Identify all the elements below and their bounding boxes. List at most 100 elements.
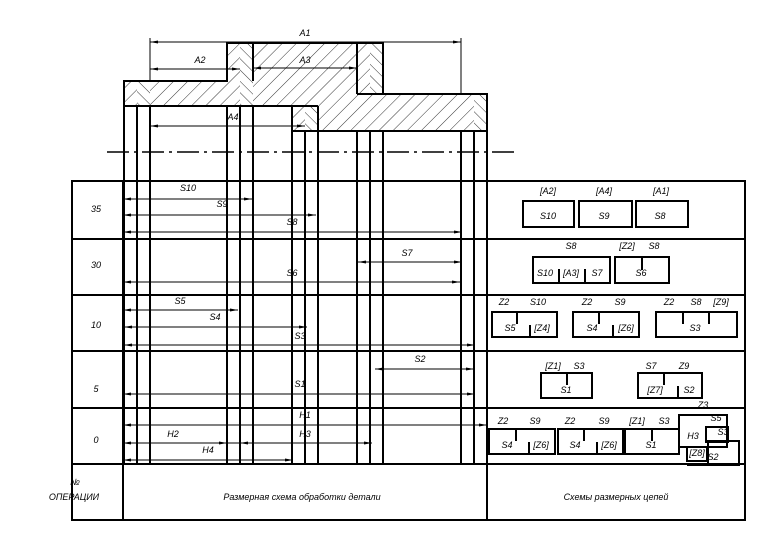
hatch-groove (461, 94, 474, 131)
chain-label: Z2 (663, 297, 675, 307)
operation-number: 30 (91, 260, 101, 270)
chain-label: S3 (573, 361, 584, 371)
dim-label-a4: A4 (226, 112, 238, 122)
chain-box (522, 200, 575, 228)
chain-label: S8 (654, 211, 665, 221)
chain-label: H3 (687, 431, 699, 441)
chain-label: S8 (648, 241, 659, 251)
chain-label: S2 (707, 452, 718, 462)
chain-label: Z2 (581, 297, 593, 307)
operation-number: 10 (91, 320, 101, 330)
chain-label: [Z6] (532, 440, 549, 450)
chain-box (655, 311, 738, 338)
operation-number: 5 (93, 384, 99, 394)
hatch-groove (357, 43, 370, 94)
chain-label: Z3 (697, 400, 709, 410)
hatch-groove (292, 106, 305, 131)
scheme-label: S10 (180, 183, 196, 193)
scheme-label: S5 (174, 296, 186, 306)
hatch-groove (240, 43, 253, 106)
chain-label: Z2 (497, 416, 509, 426)
operations-table (71, 106, 746, 521)
chain-label: S5 (504, 323, 516, 333)
scheme-label: S6 (286, 268, 297, 278)
footer-operations-label: ОПЕРАЦИИ (49, 492, 100, 502)
part-section (107, 38, 518, 153)
chain-label: [Z1] (544, 361, 561, 371)
chain-label: S4 (569, 440, 580, 450)
chain-label: [Z7] (646, 385, 663, 395)
chain-label: S9 (598, 416, 609, 426)
scheme-label: S3 (294, 331, 305, 341)
chain-label: [Z8] (688, 448, 705, 458)
chain-box (578, 200, 633, 228)
chain-label: [Z4] (533, 323, 550, 333)
chain-label: S8 (690, 297, 701, 307)
chain-label: S9 (614, 297, 625, 307)
scheme-label: S1 (294, 379, 305, 389)
footer-number-label: № (70, 477, 80, 487)
chain-label: [A3] (562, 268, 580, 278)
chain-label: S4 (501, 440, 512, 450)
chain-box (635, 200, 689, 228)
chain-label: S10 (530, 297, 546, 307)
chain-box (488, 428, 556, 455)
hatch-groove (227, 43, 240, 106)
chain-box (637, 372, 703, 399)
scheme-label: H3 (299, 429, 311, 439)
chain-label: S5 (710, 413, 722, 423)
chain-label: S7 (645, 361, 657, 371)
scheme-label: H2 (167, 429, 179, 439)
chain-label: [Z1] (628, 416, 645, 426)
scheme-label: H1 (299, 410, 311, 420)
chain-label: S10 (537, 268, 553, 278)
dim-label-a1: A1 (298, 28, 310, 38)
chain-label: [A4] (595, 186, 613, 196)
chain-label: S10 (540, 211, 556, 221)
scheme-label: S2 (414, 354, 425, 364)
scheme-label: S7 (401, 248, 413, 258)
hatch-groove (370, 43, 383, 94)
chain-label: Z2 (564, 416, 576, 426)
operation-number: 0 (93, 435, 98, 445)
chain-box (572, 311, 640, 338)
scheme-label: S4 (209, 312, 220, 322)
chain-label: S6 (635, 268, 646, 278)
chain-label: [Z2] (618, 241, 635, 251)
chain-label: S7 (591, 268, 603, 278)
dim-label-a2: A2 (193, 55, 205, 65)
chain-label: S3 (658, 416, 669, 426)
chain-box (557, 428, 624, 455)
chain-label: [A2] (539, 186, 557, 196)
hatch-groove (124, 81, 137, 106)
chain-label: S2 (683, 385, 694, 395)
footer-chains-title: Схемы размерных цепей (564, 492, 669, 502)
chain-box (491, 311, 558, 338)
chain-label: S1 (645, 440, 656, 450)
chain-label: S9 (598, 211, 609, 221)
chain-label: [Z6] (617, 323, 634, 333)
scheme-label: H4 (202, 445, 214, 455)
chain-label: Z9 (678, 361, 690, 371)
hatch-groove (305, 106, 318, 131)
footer-scheme-title: Размерная схема обработки детали (223, 492, 380, 502)
chain-label: [Z6] (600, 440, 617, 450)
hatch-groove (474, 94, 487, 131)
chain-label: S9 (529, 416, 540, 426)
scheme-label: S9 (216, 199, 227, 209)
dim-label-a3: A3 (298, 55, 310, 65)
hatch-body (124, 43, 487, 131)
chain-label: Z2 (498, 297, 510, 307)
chain-label: S8 (565, 241, 576, 251)
chain-box (532, 256, 611, 284)
chain-label: S3 (717, 427, 728, 437)
operation-number: 35 (91, 204, 102, 214)
chain-box (686, 446, 708, 462)
scheme-label: S8 (286, 217, 297, 227)
hatch-groove (137, 81, 150, 106)
chain-label: S1 (560, 385, 571, 395)
chain-label: [Z9] (712, 297, 729, 307)
